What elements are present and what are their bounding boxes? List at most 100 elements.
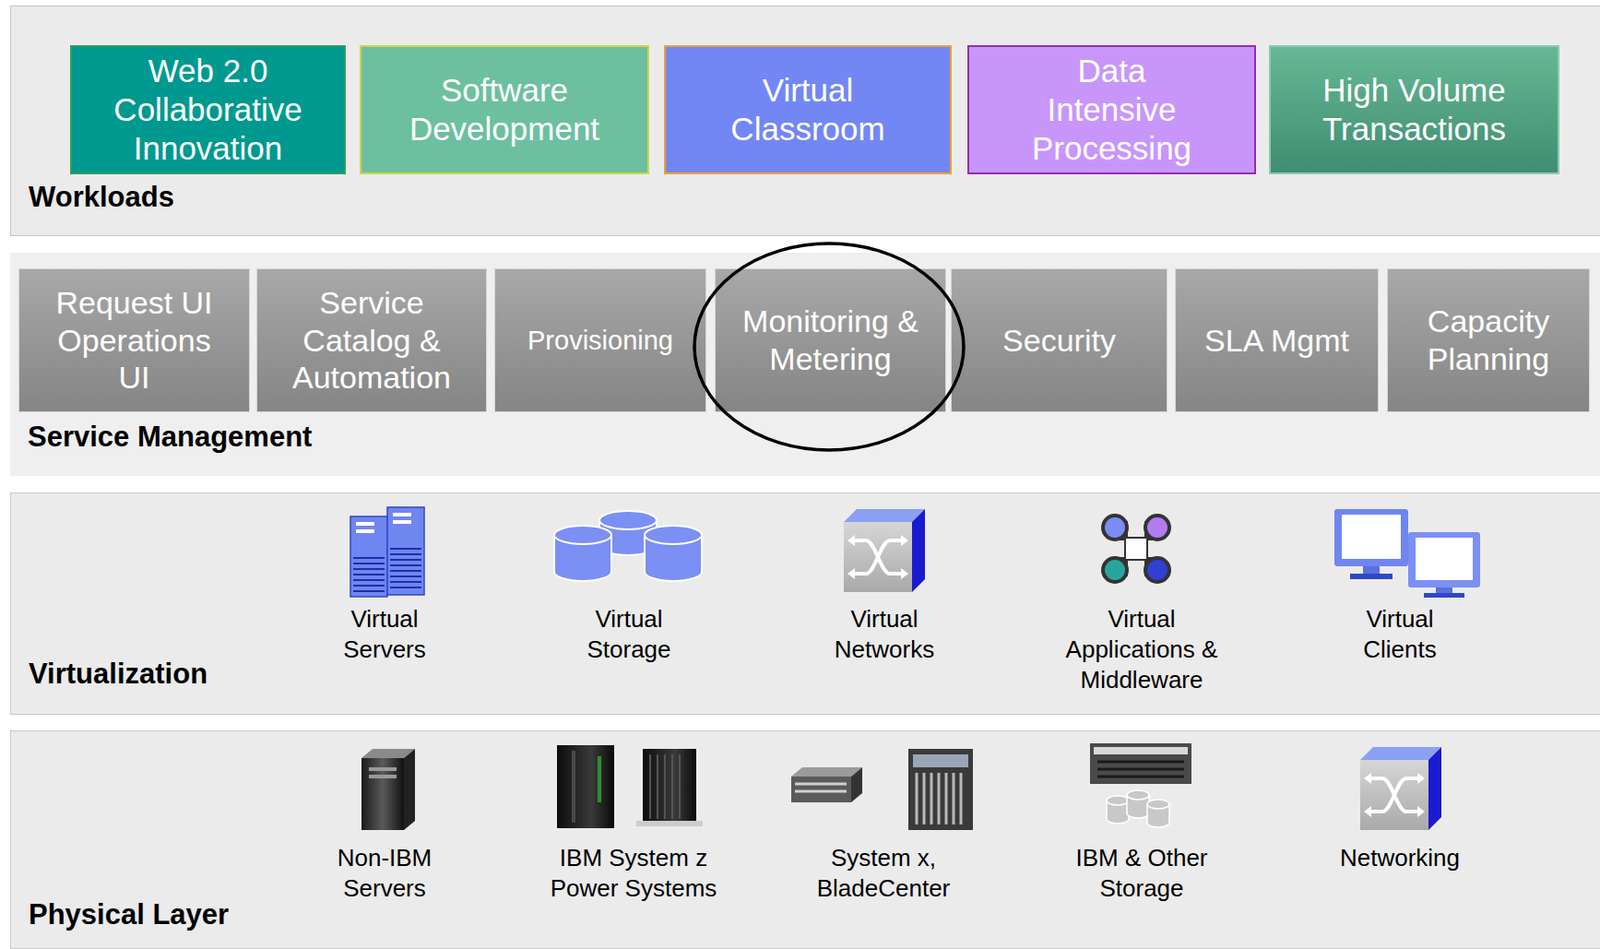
- service-box: Request UI Operations UI: [18, 268, 250, 413]
- client-monitor-icon-part: [1334, 509, 1409, 567]
- storage-array-icon-part-part: [1147, 799, 1170, 809]
- icon-caption: Virtual Clients: [1344, 604, 1456, 665]
- blade-server-icon: [791, 748, 973, 830]
- layer-heading: Workloads: [28, 179, 1600, 214]
- storage-array-icon-part-part: [1126, 790, 1150, 800]
- network-switch-icon-part: [900, 568, 909, 580]
- layer-heading: Service Management: [27, 419, 1600, 454]
- application-symbol-icon-part: [1125, 538, 1147, 559]
- rack-server-icon-part: [597, 756, 602, 803]
- network-switch-icon-part: [1417, 772, 1425, 784]
- icon-caption: Non-IBM Servers: [320, 842, 450, 904]
- network-switch-icon-part: [1417, 805, 1425, 818]
- network-switch-icon-part: [843, 521, 913, 593]
- virtual-server-icon-part: [355, 529, 375, 534]
- network-switch-icon-part: [847, 568, 855, 580]
- virtual-server-icon-part: [355, 521, 375, 526]
- box-label: Virtual Classroom: [697, 71, 919, 149]
- network-switch-icon-part: [1363, 772, 1372, 784]
- icon-caption: Virtual Applications & Middleware: [1054, 604, 1230, 696]
- rack-server-icon-part: [557, 745, 615, 829]
- box-label: Data Intensive Processing: [1019, 51, 1205, 168]
- highlight-ellipse: [694, 243, 964, 451]
- blade-server-icon-part: [912, 754, 969, 768]
- rack-server-icon-part: [571, 750, 576, 823]
- virtual-storage-icon: [554, 510, 702, 581]
- network-switch-icon-part: [847, 534, 855, 546]
- storage-array-icon-part: [1097, 761, 1185, 777]
- rack-server-icon-part: [650, 754, 680, 819]
- storage-array-icon-part-part: [1106, 795, 1129, 806]
- network-switch-icon-part: [1360, 759, 1429, 830]
- box-label: High Volume Transactions: [1282, 71, 1546, 149]
- box-label: Provisioning: [527, 324, 674, 357]
- workload-box: Web 2.0 Collaborative Innovation: [70, 45, 346, 175]
- virtual-server-icon-part: [390, 548, 422, 588]
- storage-array-icon-part: [1090, 743, 1192, 784]
- box-label: Capacity Planning: [1396, 302, 1581, 379]
- network-switch-icon-part: [854, 540, 901, 574]
- blade-server-icon-part: [851, 767, 863, 803]
- virtual-server-icon-part: [392, 512, 412, 517]
- layer-band: Workloads Web 2.0 Collaborative Innovatio…: [10, 5, 1600, 237]
- service-box: Service Catalog & Automation: [256, 268, 487, 413]
- box-label: Web 2.0 Collaborative Innovation: [83, 51, 333, 168]
- application-symbol-icon-part: [1102, 515, 1127, 540]
- network-switch-icon-part: [1363, 805, 1372, 818]
- layer-band: Service Management Request UI Operations …: [10, 252, 1600, 476]
- tower-server-icon-part: [361, 758, 404, 830]
- network-switch-icon: [1360, 746, 1442, 830]
- tower-server-icon-part: [368, 767, 397, 771]
- client-monitor-icon-part: [1362, 566, 1380, 574]
- storage-array-icon-part: [1106, 790, 1170, 828]
- virtual-server-icon-part: [350, 516, 388, 597]
- client-monitor-icon-part: [1435, 587, 1453, 593]
- rack-server-icon-part: [636, 820, 703, 827]
- blade-server-icon-part: [794, 783, 847, 792]
- network-switch-icon-part: [900, 534, 909, 546]
- blade-server-icon-part: [908, 748, 973, 830]
- workload-box: Virtual Classroom: [663, 45, 952, 175]
- application-symbol-icon-part: [1102, 557, 1127, 582]
- client-monitor-icon-part: [1415, 537, 1473, 581]
- virtual-server-icon-part: [387, 507, 425, 595]
- box-label: Security: [1002, 321, 1116, 360]
- virtual-storage-icon-part: [599, 510, 657, 530]
- icon-caption: Virtual Storage: [568, 604, 689, 665]
- client-monitor-icon-part: [1341, 514, 1401, 559]
- blade-server-icon-part: [916, 772, 961, 825]
- network-switch-icon-part: [1371, 778, 1418, 812]
- rack-server-icon: [557, 745, 703, 829]
- application-symbol-icon-part: [1145, 557, 1170, 582]
- service-box: Provisioning: [494, 268, 707, 413]
- virtual-storage-icon-part: [554, 525, 612, 545]
- client-monitor-icon-part: [1408, 532, 1481, 588]
- network-switch-icon-part: [1428, 746, 1442, 830]
- icon-caption: IBM & Other Storage: [1061, 842, 1223, 904]
- tower-server-icon: [361, 748, 415, 830]
- application-symbol-icon: [1102, 515, 1170, 582]
- box-label: Software Development: [375, 71, 634, 149]
- network-switch-icon: [843, 509, 925, 593]
- client-monitor-icon-part: [1423, 592, 1465, 598]
- service-box: SLA Mgmt: [1174, 268, 1379, 413]
- blade-server-icon-part: [791, 776, 852, 803]
- tower-server-icon-part: [368, 774, 397, 779]
- icon-caption: Virtual Networks: [819, 604, 949, 665]
- storage-array-icon-part: [1093, 746, 1188, 755]
- workload-box: Software Development: [359, 45, 650, 175]
- box-label: Service Catalog & Automation: [272, 284, 472, 397]
- network-switch-icon-part: [912, 509, 925, 593]
- tower-server-icon-part: [403, 748, 415, 830]
- network-switch-icon-part: [1360, 746, 1442, 760]
- box-label: Monitoring & Metering: [726, 302, 935, 379]
- virtual-storage-icon-part: [644, 525, 702, 545]
- rack-server-icon-part: [642, 748, 697, 827]
- icon-caption: System x, BladeCenter: [803, 842, 965, 904]
- client-monitor-icon: [1334, 509, 1481, 598]
- workload-box: High Volume Transactions: [1268, 45, 1560, 175]
- virtual-server-icon-part: [353, 557, 385, 592]
- icon-caption: IBM System z Power Systems: [539, 842, 729, 904]
